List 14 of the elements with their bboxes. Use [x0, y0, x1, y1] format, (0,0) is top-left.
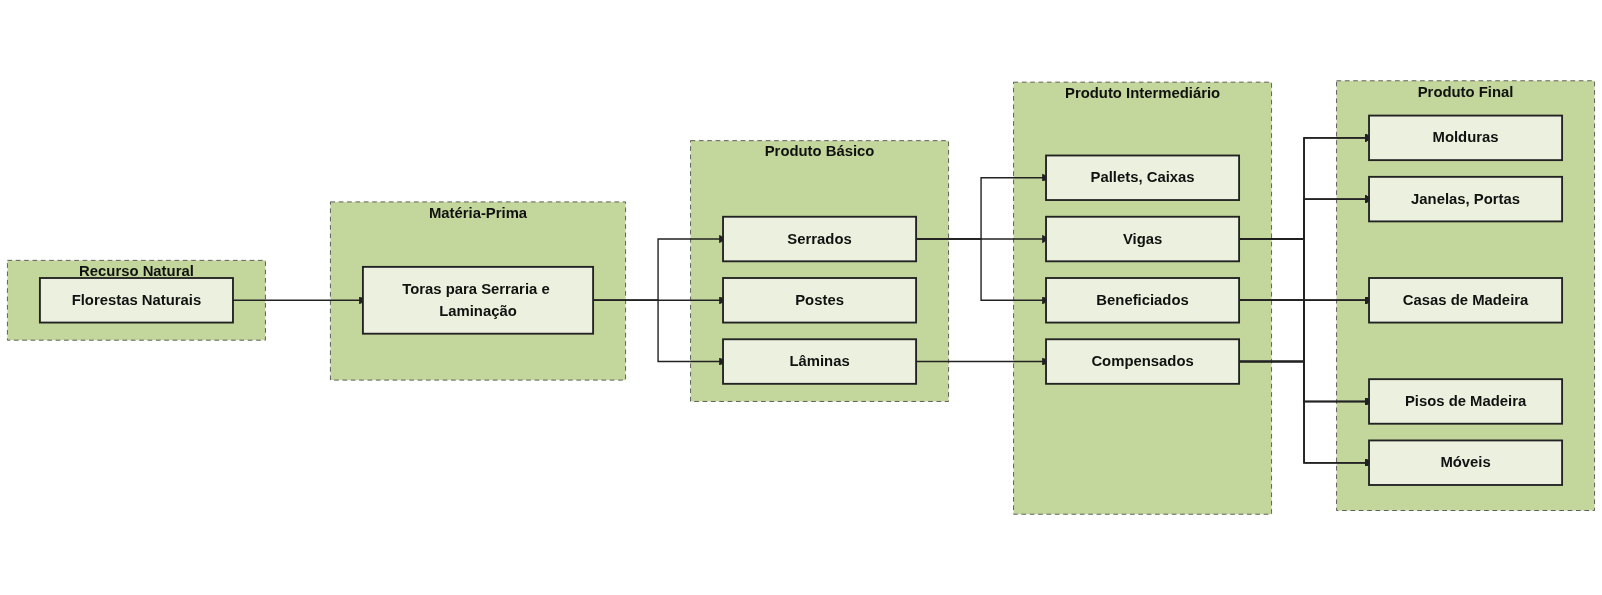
node-box: Beneficiados	[1045, 277, 1240, 324]
node-box: Janelas, Portas	[1368, 175, 1563, 223]
node-box: Casas de Madeira	[1368, 277, 1563, 324]
node-box: Lâminas	[722, 338, 917, 385]
node-box: Serrados	[722, 215, 917, 263]
node-box: Postes	[722, 277, 917, 324]
node-box: Vigas	[1045, 215, 1240, 263]
node-box: Toras para Serraria e Laminação	[362, 265, 594, 335]
node-box: Móveis	[1368, 439, 1563, 486]
node-box: Compensados	[1045, 338, 1240, 385]
node-box: Pallets, Caixas	[1045, 154, 1240, 201]
node-box: Florestas Naturais	[39, 277, 234, 324]
node-box: Molduras	[1368, 114, 1563, 162]
node-box: Pisos de Madeira	[1368, 378, 1563, 425]
